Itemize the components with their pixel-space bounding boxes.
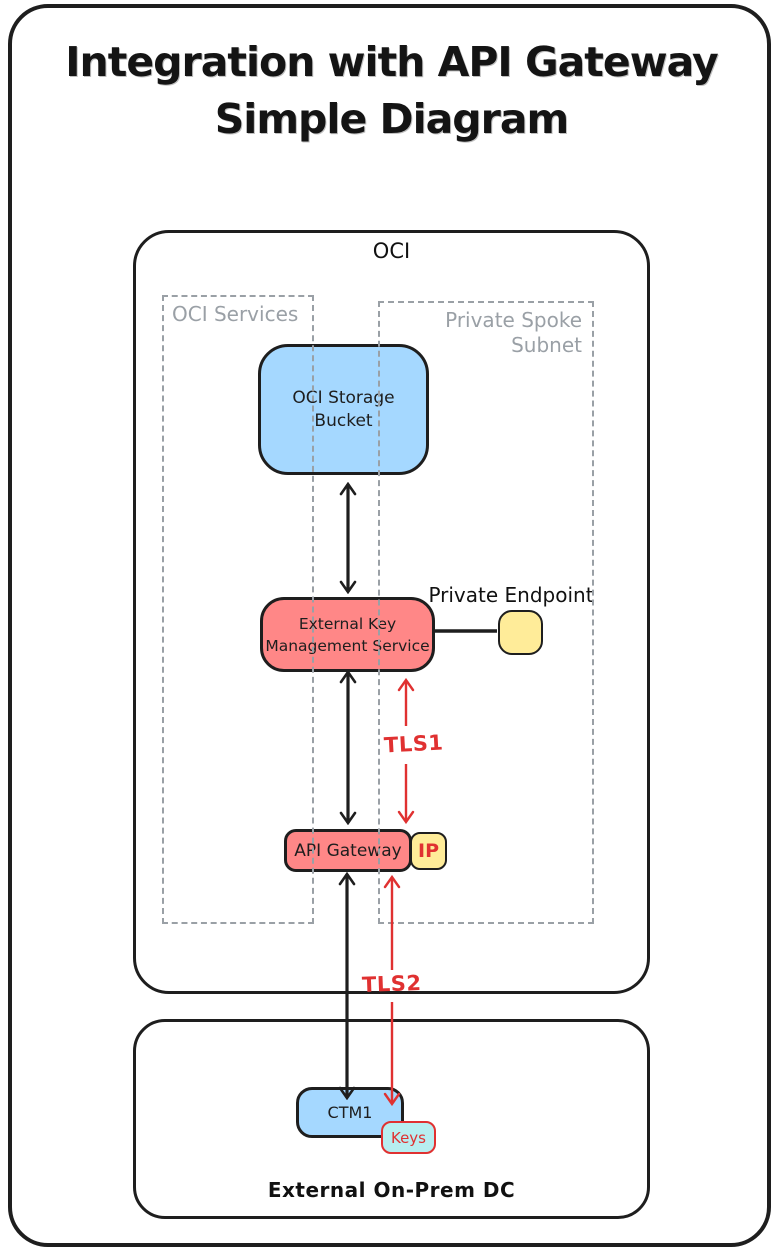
ekms-label: External Key Management Service [265,614,430,655]
private-spoke-label: Private Spoke Subnet [445,308,582,357]
private-endpoint-label: Private Endpoint [428,583,594,607]
diagram-title-line2: Simple Diagram [214,95,570,143]
keys-node: Keys [381,1121,436,1154]
storage-bucket-label: OCI Storage Bucket [292,387,395,431]
storage-bucket-node: OCI Storage Bucket [258,344,429,475]
diagram-title: Integration with API Gateway Simple Diag… [0,34,783,148]
api-gateway-node: API Gateway [284,829,412,872]
tls1-label: TLS1 [383,730,445,758]
private-endpoint-node [498,610,543,655]
private-spoke-box: Private Spoke Subnet [378,301,594,924]
ctm1-label: CTM1 [327,1103,373,1122]
diagram-title-line1: Integration with API Gateway [65,38,718,86]
page-frame [8,4,771,1247]
onprem-label: External On-Prem DC [267,1178,516,1202]
tls2-label: TLS2 [361,970,422,998]
oci-services-label: OCI Services [172,302,299,326]
oci-container: OCI [133,230,650,994]
api-gateway-label: API Gateway [294,840,402,861]
ip-label: IP [418,840,439,862]
oci-services-box: OCI Services [162,295,314,924]
keys-label: Keys [390,1128,426,1147]
ip-node: IP [410,832,447,870]
oci-label: OCI [372,239,411,263]
